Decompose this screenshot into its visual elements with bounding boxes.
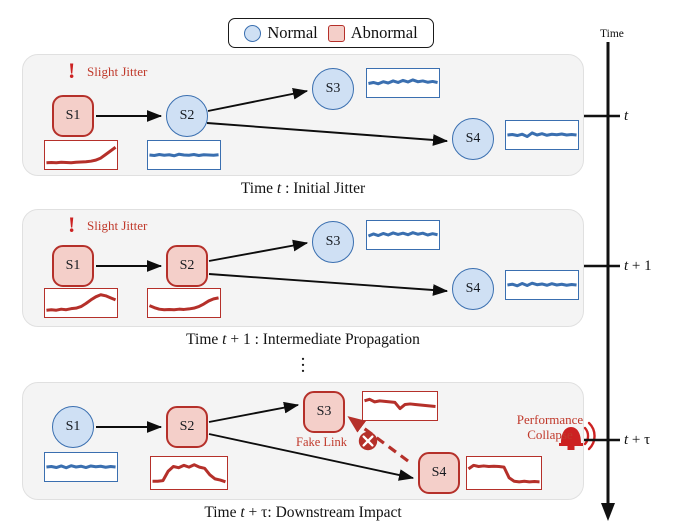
legend: Normal Abnormal xyxy=(228,18,434,48)
sparkline-s2-panel-2 xyxy=(150,456,228,490)
node-s1-panel-1[interactable]: S1 xyxy=(52,245,94,287)
time-axis xyxy=(584,42,620,521)
node-s4-panel-0[interactable]: S4 xyxy=(452,118,494,160)
exclamation-icon: ! xyxy=(68,212,76,237)
sparkline-s1-panel-0 xyxy=(44,140,118,170)
node-s2-panel-0[interactable]: S2 xyxy=(166,95,208,137)
node-s1-panel-2[interactable]: S1 xyxy=(52,406,94,448)
sparkline-s2-panel-0 xyxy=(147,140,221,170)
node-s4-panel-2[interactable]: S4 xyxy=(418,452,460,494)
exclamation-icon: ! xyxy=(68,58,76,83)
node-s3-panel-0[interactable]: S3 xyxy=(312,68,354,110)
sparkline-s2-panel-1 xyxy=(147,288,221,318)
node-s2-panel-2[interactable]: S2 xyxy=(166,406,208,448)
legend-item-normal: Normal xyxy=(244,22,318,42)
node-s3-panel-1[interactable]: S3 xyxy=(312,221,354,263)
node-s4-panel-1[interactable]: S4 xyxy=(452,268,494,310)
vertical-ellipsis-icon: ... xyxy=(300,344,306,377)
time-axis-title: Time xyxy=(600,28,624,40)
node-s1-panel-0[interactable]: S1 xyxy=(52,95,94,137)
sparkline-s3-panel-1 xyxy=(366,220,440,250)
node-s2-panel-1[interactable]: S2 xyxy=(166,245,208,287)
circle-normal-icon xyxy=(244,24,262,42)
square-abnormal-icon xyxy=(327,24,345,42)
sparkline-s4-panel-1 xyxy=(505,270,579,300)
caption-panel-0: Time t : Initial Jitter xyxy=(240,180,366,197)
time-axis-tick-t: t xyxy=(624,108,629,124)
node-s3-panel-2[interactable]: S3 xyxy=(303,391,345,433)
fake-link-label: Fake Link xyxy=(296,435,348,449)
legend-item-abnormal: Abnormal xyxy=(327,22,418,42)
slight-jitter-label-panel-1: Slight Jitter xyxy=(87,218,148,233)
slight-jitter-label-panel-0: Slight Jitter xyxy=(87,64,148,79)
legend-label-abnormal: Abnormal xyxy=(350,22,418,42)
sparkline-s1-panel-2 xyxy=(44,452,118,482)
sparkline-s1-panel-1 xyxy=(44,288,118,318)
time-axis-tick-t-plus-tau: t + τ xyxy=(624,432,651,448)
time-axis-tick-t-plus-1: t + 1 xyxy=(624,258,652,274)
legend-label-normal: Normal xyxy=(267,22,318,42)
caption-panel-1: Time t + 1 : Intermediate Propagation xyxy=(186,331,420,348)
caption-panel-2: Time t + τ: Downstream Impact xyxy=(204,504,402,521)
sparkline-s3-panel-2 xyxy=(362,391,438,421)
sparkline-s3-panel-0 xyxy=(366,68,440,98)
sparkline-s4-panel-0 xyxy=(505,120,579,150)
performance-collapse-line2: Collapse xyxy=(527,426,573,442)
performance-collapse-line1: Performance xyxy=(516,412,584,427)
performance-collapse-label: Performance Collapse xyxy=(504,412,596,443)
sparkline-s4-panel-2 xyxy=(466,456,542,490)
